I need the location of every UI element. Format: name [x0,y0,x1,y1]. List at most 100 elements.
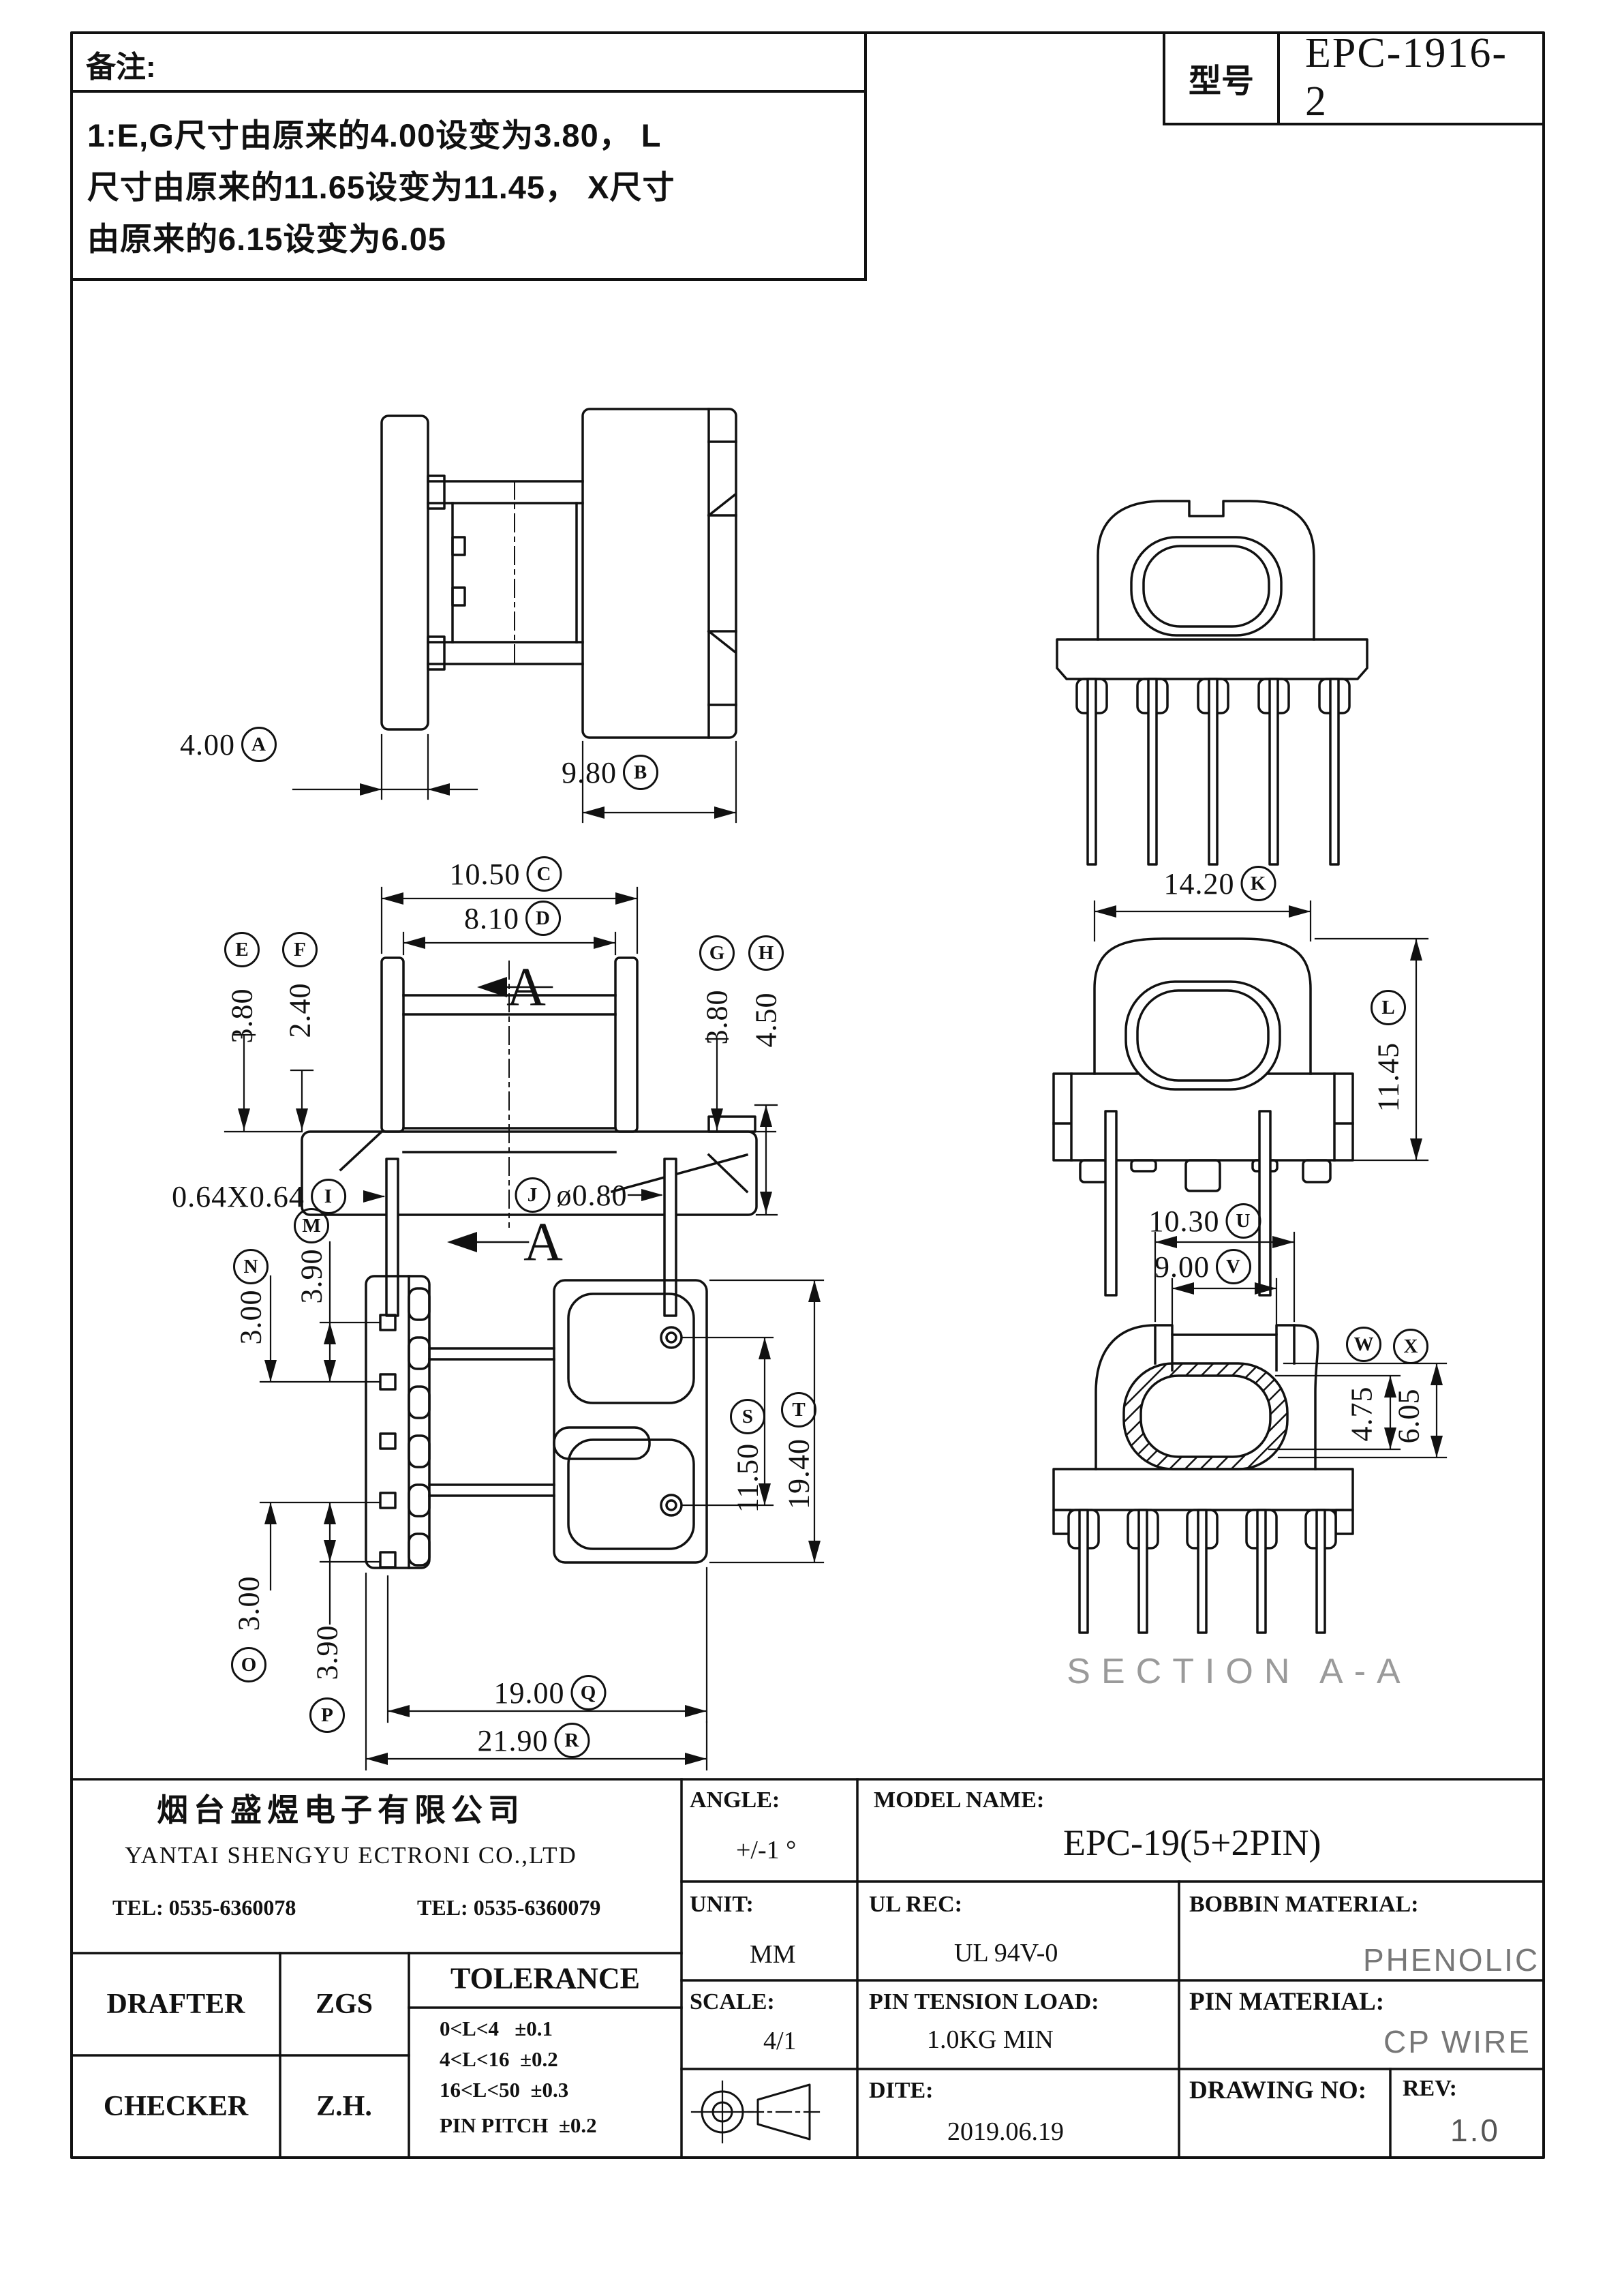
dite-label: DITE: [869,2078,934,2103]
dim-letter-F: F [282,932,318,967]
dim-letter-E: E [224,932,260,967]
notes-header: 备注: [86,50,156,84]
dim-H-value: 4.50 [749,992,783,1048]
angle-value: +/-1 ° [736,1836,797,1864]
dim-letter-U: U [1225,1203,1261,1239]
dim-letter-H: H [748,935,784,971]
dim-X-value: 6.05 [1392,1388,1426,1444]
view-back [1052,900,1429,1297]
angle-label: ANGLE: [690,1787,780,1813]
view-front [1056,500,1368,866]
pin-material-value: CP WIRE [1383,2024,1531,2059]
pin-tension-load-label: PIN TENSION LOAD: [869,1989,1099,2014]
company-tel-2: TEL: 0535-6360079 [417,1895,601,1920]
section-title: SECTION A-A [1067,1652,1411,1691]
company-name-cn: 烟台盛煜电子有限公司 [157,1792,525,1828]
checker-value: Z.H. [316,2091,372,2122]
dim-letter-L: L [1371,990,1406,1025]
dim-W-value: 4.75 [1345,1386,1379,1442]
tolerance-row-3: 16<L<50 ±0.3 [440,2078,569,2102]
dim-letter-C: C [526,856,562,892]
ul-rec-value: UL 94V-0 [954,1939,1058,1967]
ul-rec-label: UL REC: [869,1892,962,1917]
tolerance-row-4: PIN PITCH ±0.2 [440,2113,597,2137]
dim-F-value: 2.40 [283,982,317,1038]
model-name-label: MODEL NAME: [874,1787,1045,1813]
scale-label: SCALE: [690,1989,775,2014]
dim-letter-D: D [525,901,561,936]
dim-letter-J: J [515,1177,551,1213]
bobbin-material-value: PHENOLIC [1363,1942,1540,1978]
dite-value: 2019.06.19 [947,2117,1064,2146]
pin-material-label: PIN MATERIAL: [1189,1988,1385,2016]
model-box-value: EPC-1916-2 [1305,30,1508,125]
unit-label: UNIT: [690,1892,754,1917]
model-box-label: 型号 [1188,63,1255,100]
drafter-label: DRAFTER [106,1989,245,2020]
checker-label: CHECKER [103,2091,249,2122]
dim-P-value: 3.90 [310,1625,344,1680]
note-line-1: 1:E,G尺寸由原来的4.00设变为3.80， L [87,117,662,153]
bobbin-material-label: BOBBIN MATERIAL: [1189,1892,1419,1917]
dim-T-value: 19.40 [782,1438,816,1509]
dim-letter-B: B [623,755,658,790]
dim-letter-T: T [781,1392,816,1428]
company-tel-1: TEL: 0535-6360078 [112,1895,296,1920]
dim-letter-M: M [294,1208,329,1243]
view-side [292,408,737,824]
dim-letter-V: V [1216,1249,1251,1284]
dim-letter-P: P [309,1697,345,1733]
page-frame [70,31,1545,2159]
drafter-value: ZGS [315,1989,373,2020]
note-line-2: 尺寸由原来的11.65设变为11.45， X尺寸 [87,169,675,205]
dim-letter-A: A [241,727,277,762]
dim-L-value: 11.45 [1371,1042,1405,1113]
unit-value: MM [750,1940,796,1969]
rev-label: REV: [1403,2076,1457,2101]
rev-value: 1.0 [1450,2113,1500,2148]
dim-letter-I: I [310,1179,346,1214]
view-section-aa [1052,1231,1448,1634]
dim-letter-X: X [1393,1329,1428,1364]
third-angle-projection-icon [690,2080,821,2144]
dim-letter-S: S [730,1399,765,1434]
company-name-en: YANTAI SHENGYU ECTRONI CO.,LTD [125,1842,577,1869]
pin-tension-load-value: 1.0KG MIN [927,2025,1054,2054]
dim-letter-G: G [699,935,735,971]
tolerance-title: TOLERANCE [450,1961,640,1995]
scale-value: 4/1 [763,2027,797,2055]
dim-letter-Q: Q [570,1675,607,1710]
dim-letter-W: W [1346,1327,1381,1362]
dim-G-value: 3.80 [700,989,734,1045]
dim-letter-N: N [233,1249,269,1284]
tolerance-row-2: 4<L<16 ±0.2 [440,2047,558,2071]
section-marker-bottom: A [523,1212,563,1273]
dim-letter-K: K [1240,866,1276,901]
dim-M-value: 3.90 [294,1248,328,1304]
dim-E-value: 3.80 [225,988,259,1044]
dim-O-value: 3.00 [232,1575,266,1631]
tolerance-row-1: 0<L<4 ±0.1 [440,2016,553,2040]
dim-letter-O: O [231,1647,266,1682]
view-plan [259,1241,825,1771]
section-marker-top: A [506,957,546,1018]
note-line-3: 由原来的6.15设变为6.05 [87,221,446,257]
dim-letter-R: R [554,1723,590,1758]
titleblock-grid [70,1778,1545,2159]
dim-S-value: 11.50 [731,1442,765,1513]
model-name-value: EPC-19(5+2PIN) [1063,1822,1321,1863]
dim-N-value: 3.00 [234,1289,268,1345]
